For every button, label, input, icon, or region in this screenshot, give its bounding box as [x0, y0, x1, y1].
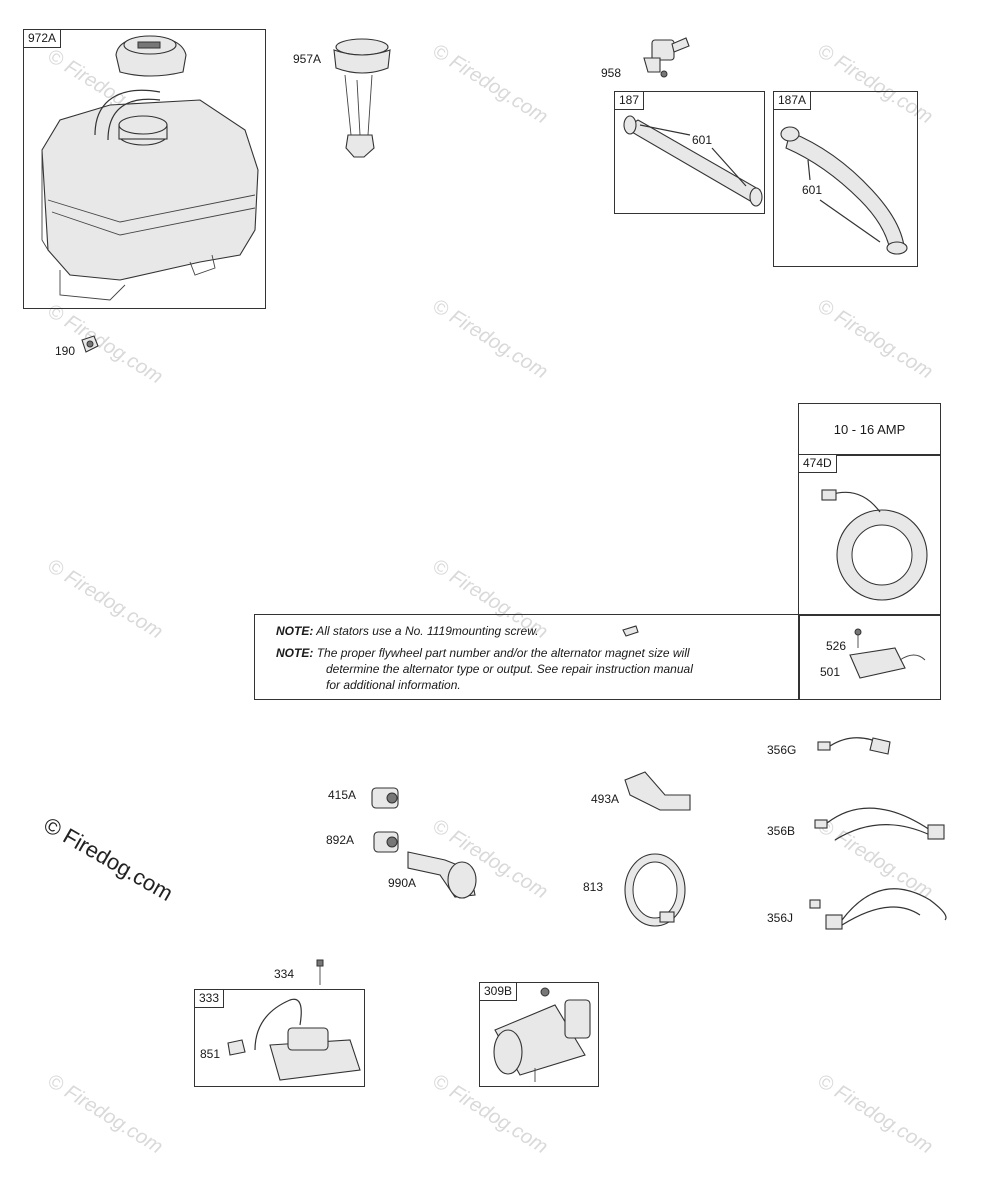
- box-187: 187: [614, 91, 765, 214]
- label-493a: 493A: [591, 792, 620, 806]
- label-415a: 415A: [328, 788, 357, 802]
- box-187a: 187A: [773, 91, 918, 267]
- note-1-label: NOTE:: [276, 624, 314, 638]
- note-1: NOTE: All stators use a No. 1119mounting…: [276, 623, 539, 639]
- label-601-a: 601: [692, 133, 713, 147]
- regulator-drawing: [849, 628, 926, 679]
- label-501: 501: [820, 665, 841, 679]
- label-957a: 957A: [293, 52, 322, 66]
- box-333: 333: [194, 989, 365, 1087]
- ignition-coil-drawing: [227, 998, 361, 1081]
- box-309b: 309B: [479, 982, 599, 1087]
- wire-356g-drawing: [817, 737, 891, 755]
- bracket-drawing: [624, 771, 691, 811]
- clamp-drawing: [624, 853, 686, 927]
- label-813: 813: [583, 880, 604, 894]
- box-187a-tag: 187A: [774, 92, 812, 110]
- hose-curved-drawing: [780, 126, 908, 255]
- valve-drawing: [643, 37, 690, 78]
- box-309b-tag: 309B: [480, 983, 518, 1001]
- dipstick-drawing: [333, 38, 391, 158]
- box-972a: 972A: [23, 29, 266, 309]
- label-892a: 892A: [326, 833, 355, 847]
- box-474d: 474D: [798, 454, 941, 616]
- note-2-line-1: The proper flywheel part number and/or t…: [316, 646, 690, 660]
- screw-190-drawing: [81, 335, 99, 353]
- label-851: 851: [200, 1047, 221, 1061]
- box-474d-tag: 474D: [799, 455, 837, 473]
- label-990a: 990A: [388, 876, 417, 890]
- regulator-panel: [798, 614, 941, 700]
- label-958: 958: [601, 66, 622, 80]
- label-601-b: 601: [802, 183, 823, 197]
- screw-334-drawing: [316, 959, 324, 985]
- note-2-line-3: for additional information.: [326, 678, 461, 692]
- note-2: NOTE: The proper flywheel part number an…: [276, 645, 690, 661]
- note-2-line-2-wrap: determine the alternator type or output.…: [326, 661, 693, 677]
- note-1-text: All stators use a No. 1119mounting screw…: [316, 624, 539, 638]
- note-panel: [254, 614, 800, 700]
- amp-header-box: 10 - 16 AMP: [798, 403, 941, 456]
- label-190: 190: [55, 344, 76, 358]
- box-187-tag: 187: [615, 92, 645, 110]
- wire-356b-drawing: [814, 807, 945, 841]
- amp-header-text: 10 - 16 AMP: [833, 422, 906, 437]
- stator-drawing: [821, 489, 928, 601]
- box-333-tag: 333: [195, 990, 225, 1008]
- wire-356j-drawing: [809, 888, 947, 930]
- label-334: 334: [274, 967, 295, 981]
- label-356g: 356G: [767, 743, 797, 757]
- screw-note-drawing: [622, 625, 639, 637]
- label-356j: 356J: [767, 911, 794, 925]
- switch-drawing: [371, 787, 477, 899]
- note-2-line-2: determine the alternator type or output.…: [326, 662, 693, 676]
- note-2-line-3-wrap: for additional information.: [326, 677, 461, 693]
- label-356b: 356B: [767, 824, 796, 838]
- starter-motor-drawing: [493, 987, 591, 1082]
- label-526: 526: [826, 639, 847, 653]
- note-2-label: NOTE:: [276, 646, 314, 660]
- fuel-tank-drawing: [41, 35, 259, 301]
- hose-straight-drawing: [623, 115, 763, 207]
- box-972a-tag: 972A: [24, 30, 62, 48]
